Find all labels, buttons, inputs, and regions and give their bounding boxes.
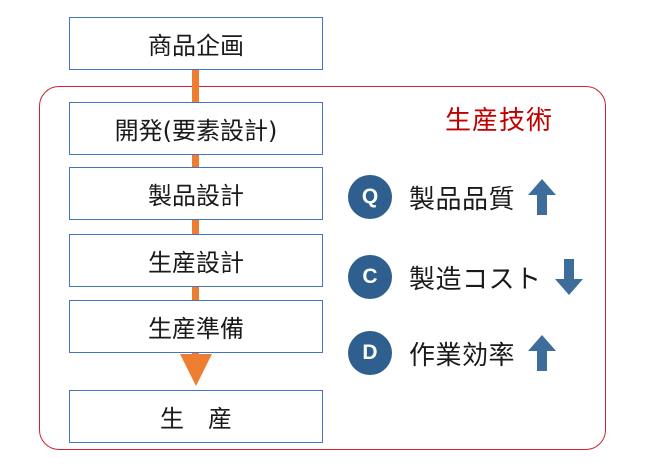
step-product-planning: 商品企画 — [69, 17, 323, 70]
quality-label: 製品品質 — [409, 184, 516, 215]
step-development: 開発(要素設計) — [69, 102, 323, 155]
step-label: 製品設計 — [148, 182, 244, 210]
step-label: 生産設計 — [148, 249, 244, 277]
qcd-quality-row: Q 製品品質 — [348, 174, 557, 220]
arrow-up-icon — [528, 335, 557, 371]
step-production-design: 生産設計 — [69, 234, 323, 287]
step-label: 生産準備 — [148, 315, 244, 343]
arrow-up-icon — [528, 179, 557, 215]
qcd-cost-row: C 製造コスト — [348, 254, 584, 300]
step-production: 生 産 — [69, 390, 323, 443]
step-product-design: 製品設計 — [69, 167, 323, 220]
step-label: 開発(要素設計) — [114, 117, 278, 145]
frame-title: 生産技術 — [445, 106, 554, 136]
production-engineering-frame — [39, 86, 606, 450]
quality-badge: Q — [348, 175, 392, 219]
arrow-down-icon — [554, 259, 583, 295]
step-production-preparation: 生産準備 — [69, 300, 323, 353]
cost-badge: C — [348, 255, 392, 299]
delivery-label: 作業効率 — [409, 340, 516, 371]
step-label: 商品企画 — [148, 32, 244, 60]
delivery-badge: D — [348, 331, 392, 375]
flow-arrowhead — [180, 354, 212, 386]
qcd-delivery-row: D 作業効率 — [348, 330, 557, 376]
step-label: 生 産 — [160, 405, 232, 433]
cost-label: 製造コスト — [409, 264, 542, 295]
